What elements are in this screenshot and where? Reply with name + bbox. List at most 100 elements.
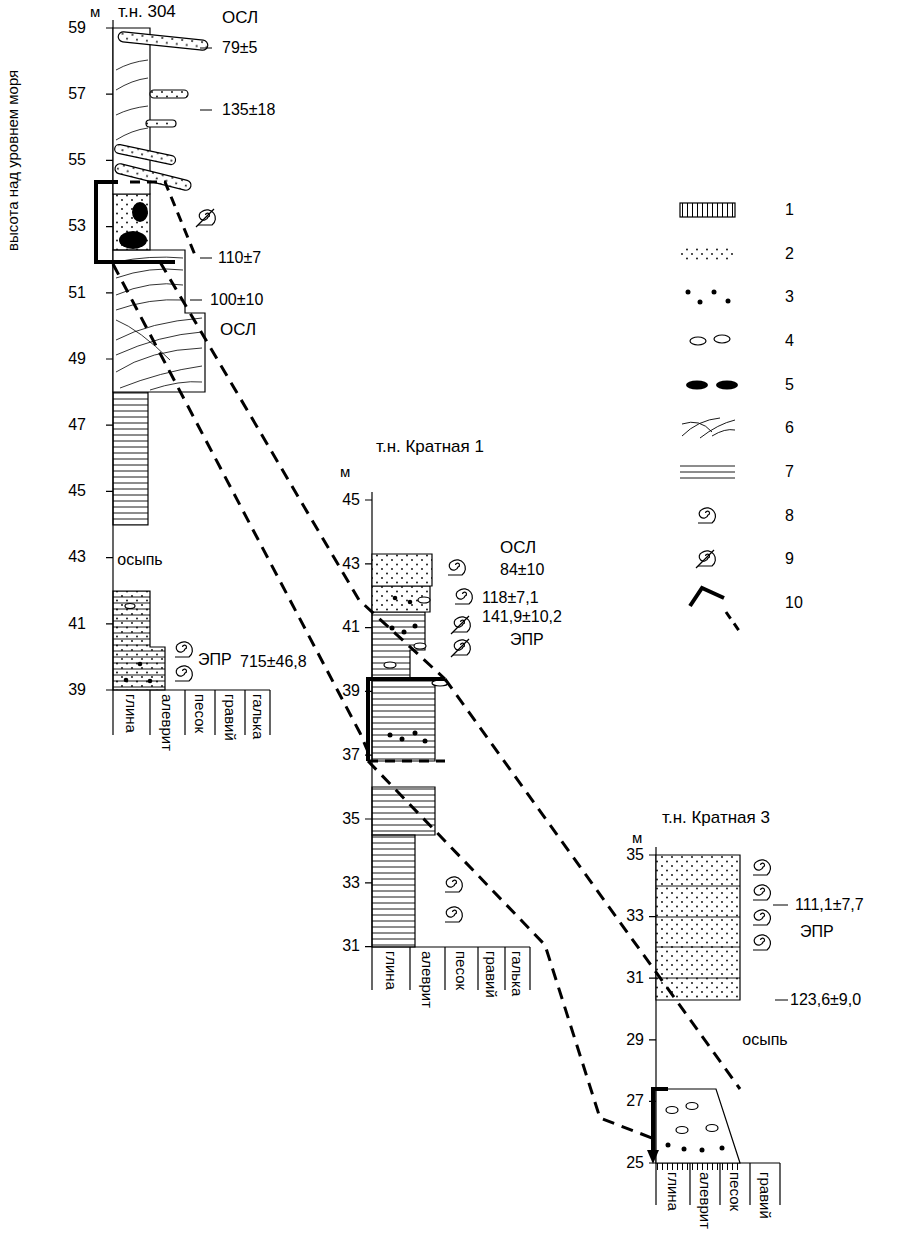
- section-304: [130, 182, 195, 255]
- grain-size-label: гравий: [221, 694, 238, 741]
- section-kratnaya-3: [647, 847, 788, 1205]
- tick-label: 31: [342, 937, 360, 955]
- section-kratnaya-1: [368, 679, 445, 761]
- legend-sample: [686, 381, 708, 390]
- section-kratnaya-3: [773, 905, 788, 1000]
- section-kratnaya-1: [445, 907, 462, 922]
- section-304: [114, 144, 177, 166]
- section-304: [146, 120, 176, 127]
- legend-sample: [716, 381, 738, 390]
- section-304: [124, 678, 129, 683]
- scree-label: осыпь: [117, 551, 162, 569]
- section-304: [113, 250, 205, 392]
- tick-label: 35: [626, 846, 644, 864]
- grain-size-label: алеврит: [158, 694, 175, 751]
- legend-sample: [680, 246, 735, 262]
- grain-size-label: галька: [508, 951, 525, 996]
- legend-sample: [680, 466, 735, 478]
- section-kratnaya-3: [686, 1103, 698, 1110]
- tick-label: 43: [342, 555, 360, 573]
- section-kratnaya-3: [666, 1143, 671, 1148]
- legend-number: 9: [785, 550, 794, 568]
- section-kratnaya-3: [753, 885, 770, 900]
- correlation-line: [160, 262, 445, 679]
- section-304: [119, 231, 147, 249]
- legend-sample: [698, 300, 703, 305]
- tick-label: 53: [68, 217, 86, 235]
- section-304: [150, 90, 188, 98]
- legend-sample: [696, 550, 715, 568]
- tick-label: 45: [342, 491, 360, 509]
- section-kratnaya-1: [368, 760, 445, 763]
- legend-sample: [690, 588, 724, 606]
- date-label: 84±10: [500, 561, 544, 579]
- section-kratnaya-1: [372, 787, 435, 835]
- section-kratnaya-1: [372, 612, 425, 679]
- section-304: [175, 666, 192, 681]
- legend-sample: [680, 203, 735, 217]
- section-kratnaya-1: [448, 560, 465, 575]
- section-kratnaya-1: [414, 643, 426, 649]
- section-304: [190, 48, 212, 300]
- section-304: [116, 60, 148, 140]
- tick-label: 57: [68, 85, 86, 103]
- section-304: [148, 679, 153, 684]
- section-304: [113, 194, 150, 250]
- legend-sample: [726, 612, 740, 632]
- method-label: ОСЛ: [500, 538, 536, 558]
- correlation-line: [113, 264, 372, 761]
- section-304: [116, 257, 202, 390]
- section-kratnaya-1: [402, 630, 407, 635]
- section-kratnaya-1: [455, 589, 472, 604]
- section-304: [175, 642, 192, 657]
- tick-label: 45: [68, 482, 86, 500]
- site-title: т.н. Кратная 3: [662, 808, 770, 828]
- section-kratnaya-1: [390, 626, 395, 631]
- section-kratnaya-1: [423, 739, 428, 744]
- legend-number: 4: [785, 332, 794, 350]
- section-kratnaya-3: [656, 1089, 740, 1163]
- legend-number: 8: [785, 507, 794, 525]
- legend-sample: [686, 290, 691, 295]
- section-kratnaya-3: [706, 1125, 718, 1132]
- section-kratnaya-3: [656, 855, 740, 1000]
- tick-label: 47: [68, 416, 86, 434]
- section-304: [118, 31, 209, 50]
- tick-label: 39: [68, 681, 86, 699]
- legend-sample: [680, 203, 740, 632]
- date-label: 123,6±9,0: [790, 991, 861, 1009]
- date-label: 79±5: [222, 39, 257, 57]
- section-kratnaya-1: [418, 597, 430, 603]
- section-kratnaya-1: [445, 877, 462, 892]
- legend-sample: [714, 335, 730, 343]
- grain-size-label: гравий: [756, 1172, 773, 1219]
- legend-sample: [712, 290, 717, 295]
- section-kratnaya-3: [647, 1150, 659, 1164]
- method-label: ЭПР: [198, 651, 232, 669]
- tick-label: 33: [342, 874, 360, 892]
- section-304: [114, 163, 192, 192]
- section-kratnaya-1: [372, 586, 430, 612]
- grain-size-label: гравий: [482, 951, 499, 998]
- date-label: 111,1±7,7: [795, 896, 864, 914]
- tick-label: 33: [626, 907, 644, 925]
- date-label: 135±18: [222, 101, 275, 119]
- section-kratnaya-1: [372, 554, 432, 586]
- section-kratnaya-3: [753, 910, 770, 925]
- grain-size-label: глина: [382, 951, 399, 990]
- section-kratnaya-1: [400, 737, 405, 742]
- section-kratnaya-3: [676, 1127, 688, 1134]
- tick-label: 39: [342, 682, 360, 700]
- legend-sample: [690, 337, 706, 345]
- tick-label: 41: [68, 615, 86, 633]
- method-label: ЭПР: [510, 631, 544, 649]
- legend-number: 2: [785, 245, 794, 263]
- legend-sample: [698, 508, 715, 523]
- method-label: ОСЛ: [222, 8, 258, 28]
- section-304: [113, 591, 165, 690]
- date-label: 141,9±10,2: [482, 608, 562, 626]
- unit-label: м: [632, 829, 642, 846]
- section-kratnaya-3: [753, 860, 770, 875]
- correlation-line: [113, 262, 740, 1138]
